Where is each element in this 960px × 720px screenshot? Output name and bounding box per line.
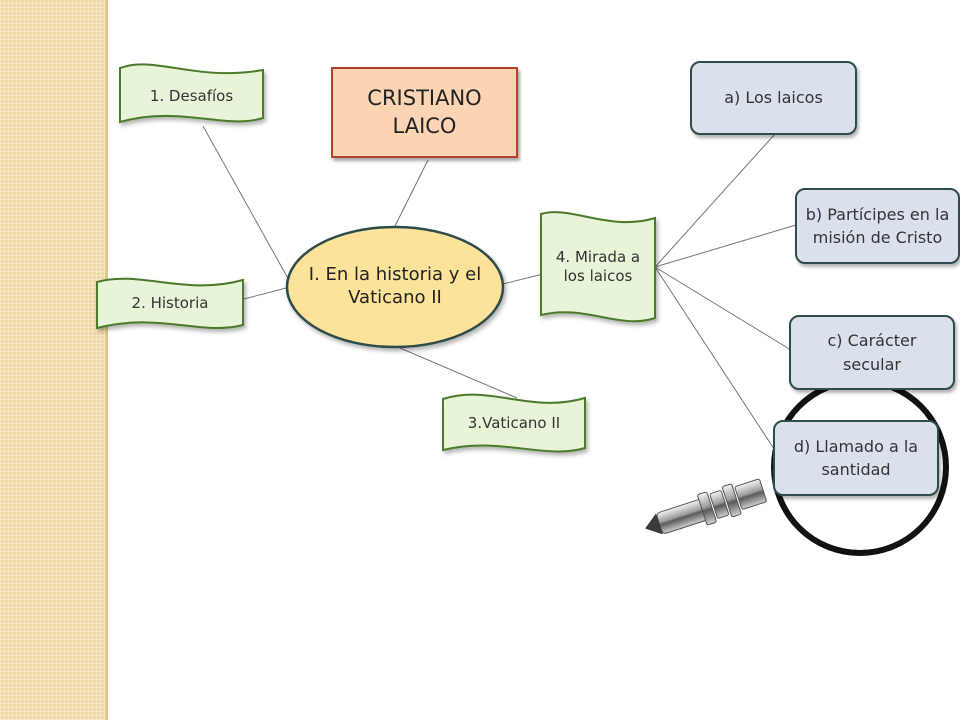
box-llamado-santidad-text: d) Llamado a la santidad [793,436,919,479]
center-ellipse-shape [285,225,505,349]
flag-vaticano-label: 3.Vaticano II [467,414,561,433]
box-los-laicos-text: a) Los laicos [724,88,823,108]
side-strip-edge [105,0,108,720]
box-llamado-santidad: d) Llamado a la santidad [773,420,939,496]
connector-vaticano [399,347,518,399]
box-participes: b) Partícipes en la misión de Cristo [795,188,960,264]
connector-box-c [654,266,792,351]
connector-historia [239,286,291,301]
connector-title [394,159,429,227]
connector-lines [202,125,797,456]
flag-desafios-label: 1. Desafíos [149,87,234,106]
flag-mirada-shape [540,211,656,323]
flag-historia-shape [96,277,244,330]
flag-desafios-shape [119,63,264,124]
box-caracter-secular-text: c) Carácter secular [827,331,917,374]
box-participes-text: b) Partícipes en la misión de Cristo [805,204,950,247]
box-los-laicos: a) Los laicos [690,61,857,135]
flag-historia-label: 2. Historia [131,294,209,313]
title-box: CRISTIANO LAICO [331,67,518,158]
connector-box-d [654,266,779,456]
center-label: I. En la historia y el Vaticano II [308,263,482,308]
connector-mirada [502,273,544,285]
connector-desafios [202,125,291,283]
title-text: CRISTIANO LAICO [367,86,482,138]
decorative-side-strip [0,0,105,720]
connector-box-b [654,224,797,268]
connector-box-a [654,133,776,268]
flag-vaticano-shape [442,393,586,453]
box-caracter-secular: c) Carácter secular [789,315,955,390]
flag-mirada-label: 4. Mirada a los laicos [555,247,641,286]
